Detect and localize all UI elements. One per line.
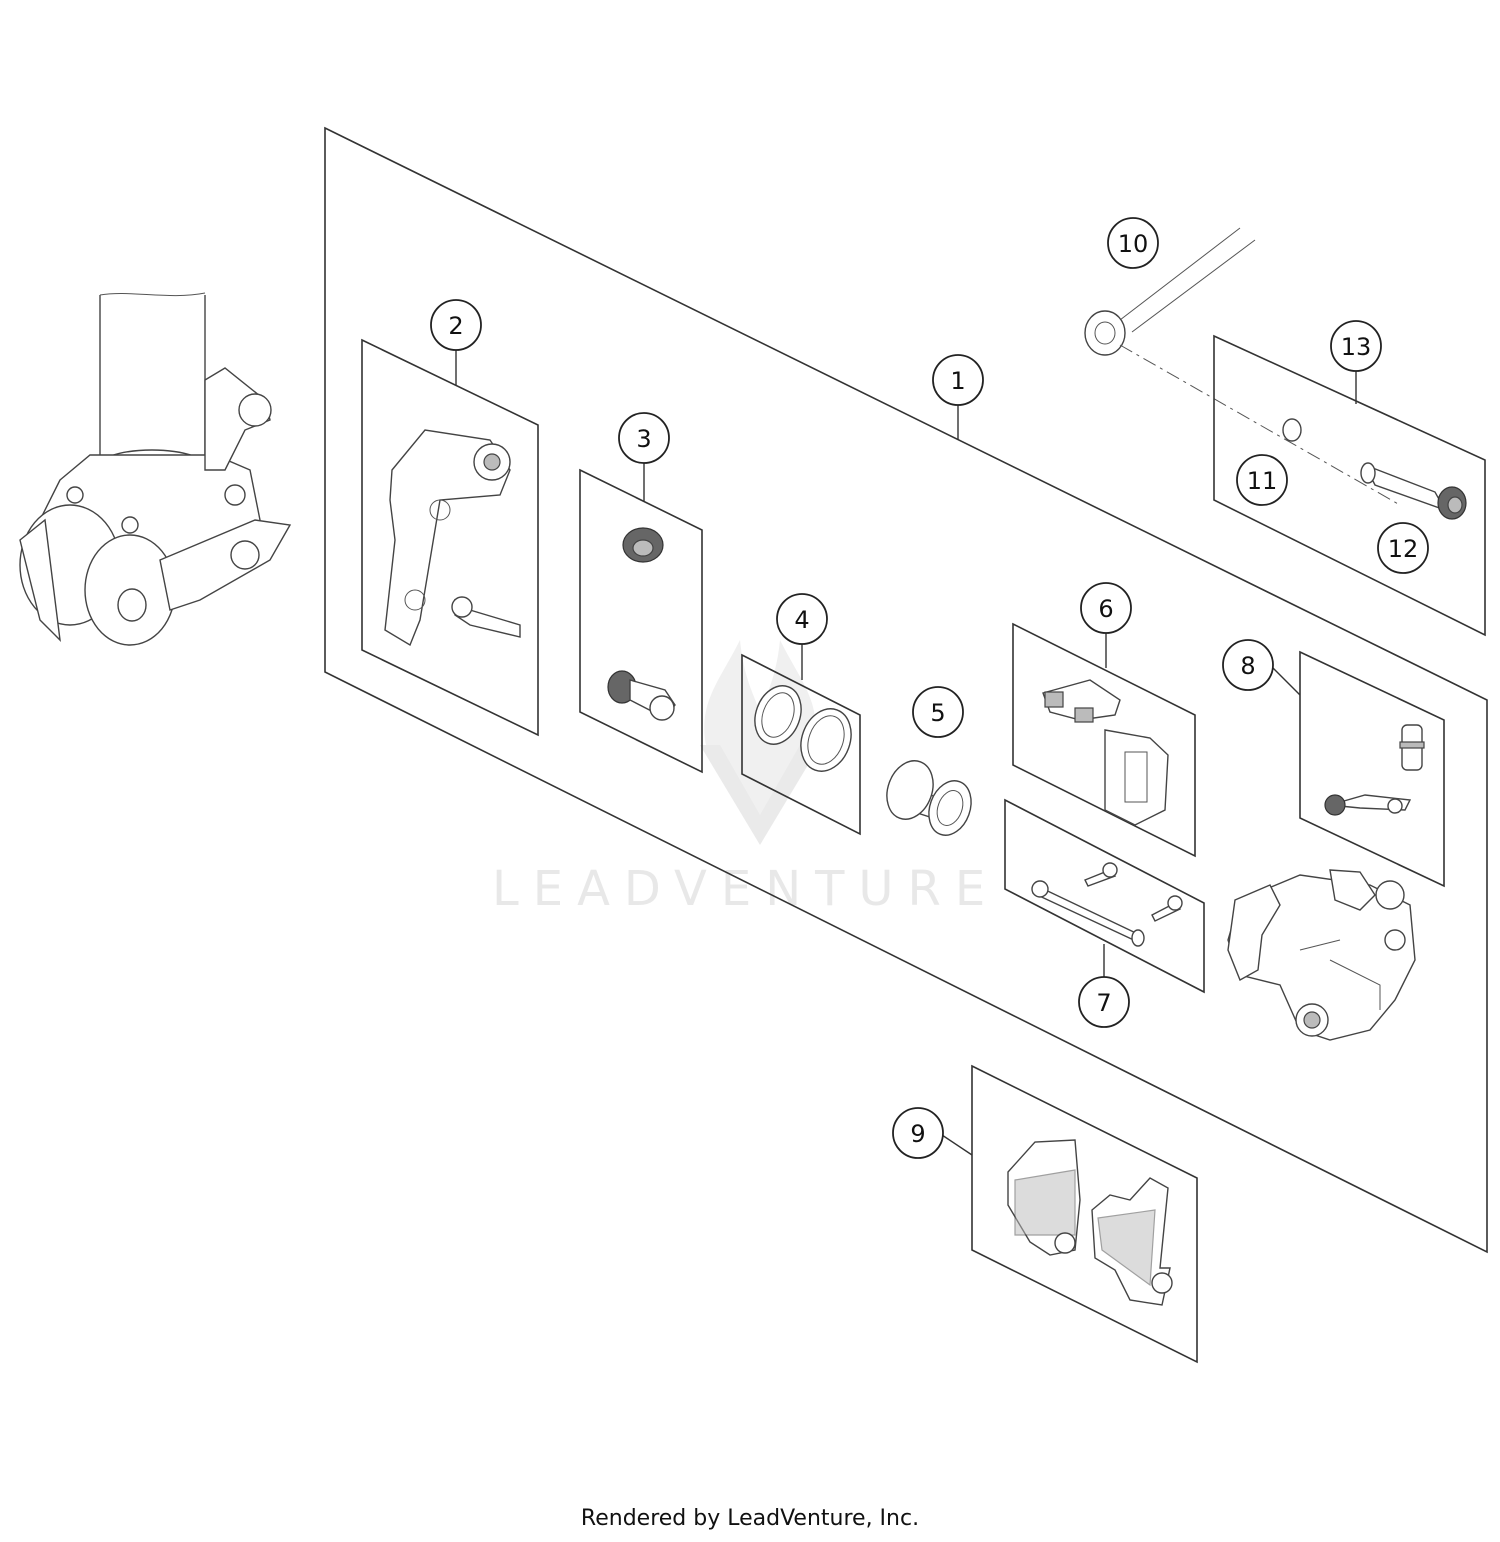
bleeder-screw-part — [607, 527, 676, 721]
brake-pads-part — [1007, 1139, 1173, 1306]
callout-7: 7 — [1078, 976, 1130, 1028]
rendered-by-footer: Rendered by LeadVenture, Inc. — [580, 1506, 920, 1531]
caliper-hardware-panel — [1299, 650, 1445, 888]
callout-12: 12 — [1377, 522, 1429, 574]
watermark-text: LEADVENTURE — [492, 861, 999, 917]
seal-kit-panel — [741, 653, 861, 836]
guide-pin-part — [1031, 862, 1183, 947]
callout-9-label: 9 — [910, 1120, 925, 1148]
pad-spring-panel — [1012, 622, 1196, 858]
callout-8-label: 8 — [1240, 652, 1255, 680]
callout-7-label: 7 — [1096, 989, 1111, 1017]
callout-6-label: 6 — [1098, 595, 1113, 623]
leader-lines — [455, 349, 1357, 1156]
callout-1: 1 — [932, 354, 984, 406]
callout-9: 9 — [892, 1107, 944, 1159]
callout-11: 11 — [1236, 454, 1288, 506]
main-kit-panel — [324, 126, 1488, 1254]
callout-6: 6 — [1080, 582, 1132, 634]
brake-line-part — [1084, 227, 1401, 506]
bleeder-kit-panel — [579, 468, 703, 774]
callout-3: 3 — [618, 412, 670, 464]
callout-1-label: 1 — [950, 367, 965, 395]
guide-pin-panel — [1004, 798, 1205, 994]
callout-12-label: 12 — [1388, 535, 1419, 563]
brake-pads-panel — [971, 1064, 1198, 1364]
callout-5-label: 5 — [930, 699, 945, 727]
callout-3-label: 3 — [636, 425, 651, 453]
piston-part — [886, 760, 972, 836]
callout-13-label: 13 — [1341, 333, 1372, 361]
caliper-hardware-part — [1324, 724, 1425, 816]
callout-5: 5 — [912, 686, 964, 738]
callout-4: 4 — [776, 593, 828, 645]
callout-2-label: 2 — [448, 312, 463, 340]
callout-10: 10 — [1107, 217, 1159, 269]
callout-11-label: 11 — [1247, 467, 1278, 495]
brake-caliper-assembly — [1227, 869, 1416, 1041]
callout-10-label: 10 — [1118, 230, 1149, 258]
banjo-bolt-panel — [1213, 334, 1486, 637]
fork-leg-illustration — [19, 292, 292, 646]
caliper-bracket-part — [384, 429, 521, 647]
bracket-kit-panel — [361, 338, 539, 737]
callout-2: 2 — [430, 299, 482, 351]
piston-seal-rings — [754, 685, 852, 772]
banjo-bolt-part — [1282, 418, 1467, 520]
callout-13: 13 — [1330, 320, 1382, 372]
callout-8: 8 — [1222, 639, 1274, 691]
pad-spring-part — [1042, 679, 1169, 826]
callout-4-label: 4 — [794, 606, 809, 634]
